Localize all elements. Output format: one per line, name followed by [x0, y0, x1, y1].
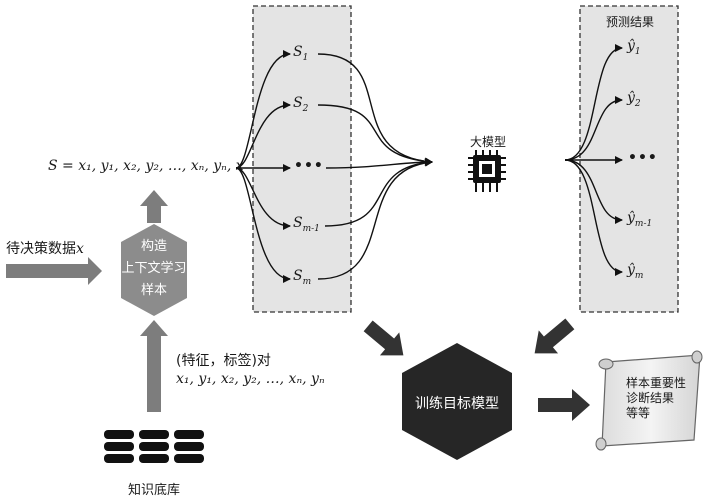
sample-label-m-1: Sm-1	[293, 215, 320, 234]
knowledge-base-label: 知识底库	[128, 483, 181, 498]
up-arrow-kb	[140, 320, 168, 412]
sample-label-1: S1	[293, 44, 309, 63]
prediction-title: 预测结果	[606, 15, 655, 29]
construct-line-2: 上下文学习	[121, 261, 187, 276]
prompt-sequence: S = x₁, y₁, x₂, y₂, …, xₙ, yₙ, x	[48, 158, 244, 174]
scroll-line-2: 诊断结果	[626, 391, 675, 405]
llm-label: 大模型	[470, 135, 507, 149]
converge-curves	[317, 53, 433, 280]
prediction-label-m: ŷm	[627, 262, 644, 281]
scroll-text: 样本重要性 诊断结果 等等	[626, 376, 686, 421]
train-hexagon-label: 训练目标模型	[415, 396, 499, 412]
prediction-label-2: ŷ2	[627, 90, 641, 109]
sample-label-2: S2	[293, 95, 309, 114]
construct-hexagon	[121, 224, 187, 316]
prediction-ellipsis: •••	[628, 150, 658, 166]
construct-line-3: 样本	[140, 283, 167, 298]
input-data-label: 待决策数据x	[6, 238, 84, 258]
scroll-line-1: 样本重要性	[626, 376, 687, 390]
input-arrow	[6, 257, 102, 285]
pairs-sequence: x₁, y₁, x₂, y₂, …, xₙ, yₙ	[176, 371, 325, 387]
arrow-preds-to-train	[534, 318, 575, 354]
input-data-text: 待决策数据	[6, 241, 76, 257]
samples-box	[252, 5, 352, 313]
input-var: x	[76, 241, 84, 257]
construct-hexagon-label: 构造 上下文学习 样本	[121, 236, 187, 302]
sample-label-m: Sm	[293, 268, 312, 287]
sample-ellipsis: •••	[294, 158, 324, 174]
chip-icon	[468, 150, 506, 192]
arrow-samples-to-train	[363, 320, 404, 356]
predictions-box	[579, 5, 679, 313]
results-scroll	[595, 350, 703, 451]
dark-arrows	[363, 318, 590, 421]
pairs-title: (特征，标签)对	[176, 353, 271, 369]
construct-line-1: 构造	[140, 239, 167, 254]
arrow-train-to-results	[538, 389, 590, 421]
train-hexagon	[402, 343, 512, 460]
prediction-label-1: ŷ1	[627, 38, 641, 57]
fan-out-curves	[235, 50, 291, 283]
scroll-line-3: 等等	[626, 406, 651, 420]
up-arrow-prompt	[140, 190, 168, 223]
prediction-curves	[564, 44, 623, 276]
gray-arrows	[6, 190, 168, 412]
database-icon	[104, 430, 204, 463]
prediction-label-m-1: ŷm-1	[627, 210, 653, 229]
